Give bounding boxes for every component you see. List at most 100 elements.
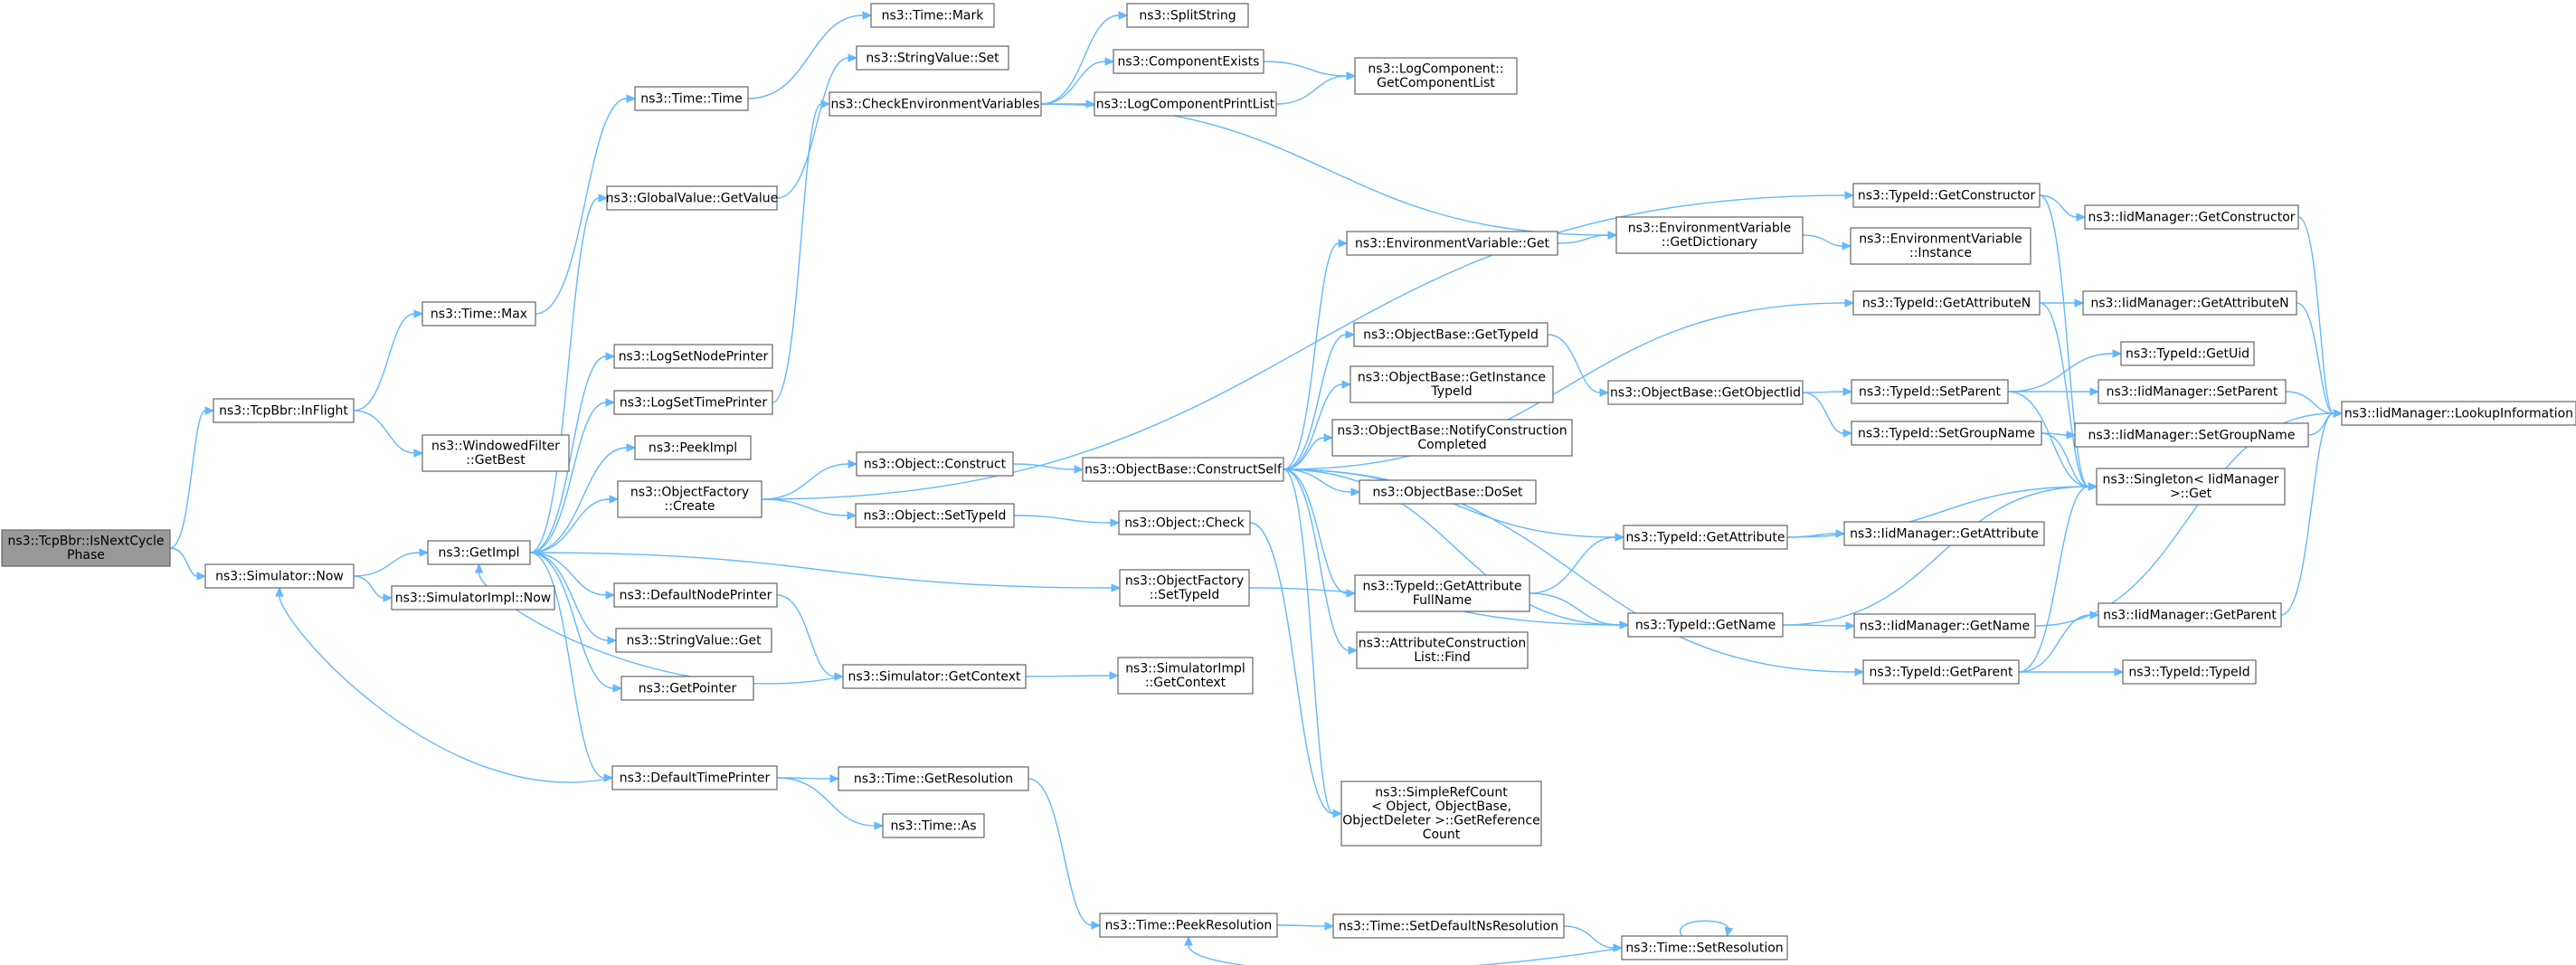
node-iidgetattrn[interactable]: ns3::IidManager::GetAttributeN	[2082, 290, 2297, 316]
node-iidgetparent[interactable]: ns3::IidManager::GetParent	[2098, 602, 2282, 628]
node-objbasedoset[interactable]: ns3::ObjectBase::DoSet	[1359, 479, 1537, 505]
node-iidgetconstr[interactable]: ns3::IidManager::GetConstructor	[2084, 204, 2299, 230]
node-label: ns3::IidManager::GetAttributeN	[2090, 296, 2288, 310]
node-timeas[interactable]: ns3::Time::As	[882, 813, 985, 838]
node-iidsetparent[interactable]: ns3::IidManager::SetParent	[2098, 379, 2287, 404]
edge-inflight-to-timemax	[353, 309, 424, 412]
node-objsettypeid[interactable]: ns3::Object::SetTypeId	[855, 503, 1015, 528]
node-simimplnow[interactable]: ns3::SimulatorImpl::Now	[391, 585, 555, 610]
node-objbaseconstructself[interactable]: ns3::ObjectBase::ConstructSelf	[1082, 457, 1284, 482]
edge-objbaseconstructself-to-objbasegetinst	[1283, 380, 1352, 470]
node-strvalset[interactable]: ns3::StringValue::Set	[856, 45, 1009, 71]
node-compexists[interactable]: ns3::ComponentExists	[1113, 49, 1264, 74]
node-getpointer[interactable]: ns3::GetPointer	[620, 676, 754, 701]
node-box	[870, 3, 995, 28]
node-label: < Object, ObjectBase,	[1371, 799, 1511, 814]
node-logcompgetlist[interactable]: ns3::LogComponent::GetComponentList	[1354, 57, 1518, 95]
node-objfactcreate[interactable]: ns3::ObjectFactory::Create	[617, 480, 762, 518]
node-box	[213, 398, 355, 423]
edge-objbaseconstructself-to-typeidgetattrfull	[1283, 468, 1357, 598]
node-box	[1356, 631, 1529, 669]
node-logsetnode[interactable]: ns3::LogSetNodePrinter	[613, 344, 773, 369]
node-timepeekres[interactable]: ns3::Time::PeekResolution	[1099, 913, 1278, 938]
node-objcheck[interactable]: ns3::Object::Check	[1118, 510, 1251, 535]
node-label: Count	[1423, 828, 1461, 842]
node-simplerefcount[interactable]: ns3::SimpleRefCount< Object, ObjectBase,…	[1340, 781, 1542, 847]
node-label: ns3::IidManager::GetConstructor	[2088, 210, 2295, 224]
node-label: ::Create	[665, 499, 715, 514]
node-box	[2341, 401, 2576, 426]
node-typeidgetuid[interactable]: ns3::TypeId::GetUid	[2120, 341, 2255, 366]
node-simgetcontext[interactable]: ns3::Simulator::GetContext	[842, 664, 1027, 689]
node-label: ns3::TypeId::TypeId	[2128, 665, 2249, 679]
node-label: ns3::IidManager::LookupInformation	[2344, 406, 2573, 421]
node-splitstring[interactable]: ns3::SplitString	[1126, 3, 1249, 28]
node-timemax[interactable]: ns3::Time::Max	[421, 301, 536, 326]
node-envvarget[interactable]: ns3::EnvironmentVariable::Get	[1346, 231, 1558, 256]
node-timesetres[interactable]: ns3::Time::SetResolution	[1621, 935, 1788, 960]
node-typeidgetparent[interactable]: ns3::TypeId::GetParent	[1862, 659, 2020, 685]
node-box	[1851, 421, 2042, 446]
node-label: ::SetTypeId	[1150, 588, 1220, 602]
node-logcompprint[interactable]: ns3::LogComponentPrintList	[1094, 91, 1277, 117]
node-label: ns3::ObjectBase::GetInstance	[1358, 371, 1546, 385]
node-iidlookup[interactable]: ns3::IidManager::LookupInformation	[2341, 401, 2576, 426]
node-box	[1843, 521, 2045, 546]
node-label: ns3::EnvironmentVariable::Get	[1355, 236, 1549, 251]
edge-typeidgetparent-to-typeidtypeid	[2019, 667, 2125, 676]
node-deftimeprinter[interactable]: ns3::DefaultTimePrinter	[611, 765, 778, 790]
node-iidgetattr[interactable]: ns3::IidManager::GetAttribute	[1843, 521, 2045, 546]
node-strvalget[interactable]: ns3::StringValue::Get	[615, 628, 772, 653]
node-gvgetvalue[interactable]: ns3::GlobalValue::GetValue	[606, 185, 778, 211]
node-iidsetgroup[interactable]: ns3::IidManager::SetGroupName	[2074, 422, 2309, 448]
node-typeidtypeid[interactable]: ns3::TypeId::TypeId	[2122, 659, 2257, 685]
node-box	[1615, 216, 1804, 254]
node-box	[1353, 322, 1548, 347]
node-box	[1607, 380, 1804, 405]
node-label: ns3::TypeId::GetAttribute	[1626, 530, 1785, 544]
node-objconstruct[interactable]: ns3::Object::Construct	[856, 451, 1014, 477]
node-box	[1126, 3, 1249, 28]
node-box	[1852, 290, 2041, 316]
node-checkenv[interactable]: ns3::CheckEnvironmentVariables	[829, 91, 1042, 117]
node-timegetres[interactable]: ns3::Time::GetResolution	[838, 766, 1029, 791]
node-timesetdefns[interactable]: ns3::Time::SetDefaultNsResolution	[1332, 913, 1565, 939]
node-logsettime[interactable]: ns3::LogSetTimePrinter	[613, 390, 773, 415]
node-typeidgetconstr[interactable]: ns3::TypeId::GetConstructor	[1852, 183, 2041, 208]
node-label: ns3::ObjectFactory	[630, 486, 749, 500]
node-simimplgetcontext[interactable]: ns3::SimulatorImpl::GetContext	[1117, 657, 1254, 695]
node-label: ns3::IidManager::GetParent	[2103, 608, 2277, 622]
node-objbasegettypeid[interactable]: ns3::ObjectBase::GetTypeId	[1353, 322, 1548, 347]
node-label: ns3::TypeId::GetName	[1635, 618, 1776, 632]
node-typeidgetname[interactable]: ns3::TypeId::GetName	[1627, 612, 1784, 638]
node-envvarinstance[interactable]: ns3::EnvironmentVariable::Instance	[1850, 227, 2031, 265]
node-windowed[interactable]: ns3::WindowedFilter::GetBest	[421, 434, 570, 472]
node-objbasegetobjiid[interactable]: ns3::ObjectBase::GetObjectIid	[1607, 380, 1804, 405]
node-inflight[interactable]: ns3::TcpBbr::InFlight	[213, 398, 355, 423]
edge-timegetres-to-timepeekres	[1028, 778, 1102, 930]
edge-typeidsetparent-to-typeidgetuid	[2007, 349, 2123, 393]
node-timetime[interactable]: ns3::Time::Time	[634, 86, 749, 111]
node-label: List::Find	[1414, 650, 1471, 665]
node-objfactsettypeid[interactable]: ns3::ObjectFactory::SetTypeId	[1119, 569, 1250, 607]
node-defnodeprinter[interactable]: ns3::DefaultNodePrinter	[613, 582, 778, 608]
node-box	[421, 301, 536, 326]
node-typeidsetparent[interactable]: ns3::TypeId::SetParent	[1851, 379, 2009, 404]
node-typeidsetgroup[interactable]: ns3::TypeId::SetGroupName	[1851, 421, 2042, 446]
node-typeidgetattr[interactable]: ns3::TypeId::GetAttribute	[1623, 525, 1788, 550]
node-timemark[interactable]: ns3::Time::Mark	[870, 3, 995, 28]
node-envvargetdict[interactable]: ns3::EnvironmentVariable::GetDictionary	[1615, 216, 1804, 254]
node-peekimpl[interactable]: ns3::PeekImpl	[634, 435, 752, 460]
node-singleton[interactable]: ns3::Singleton< IidManager>::Get	[2096, 468, 2286, 506]
edge-objbaseconstructself-to-simplerefcount	[1283, 468, 1343, 818]
node-objbasenotify[interactable]: ns3::ObjectBase::NotifyConstructionCompl…	[1331, 419, 1573, 457]
node-getimpl[interactable]: ns3::GetImpl	[427, 540, 531, 565]
node-simnow[interactable]: ns3::Simulator::Now	[204, 563, 355, 589]
node-typeidgetattrn[interactable]: ns3::TypeId::GetAttributeN	[1852, 290, 2041, 316]
node-iidgetname[interactable]: ns3::IidManager::GetName	[1853, 613, 2036, 639]
edges-layer	[169, 11, 2344, 965]
